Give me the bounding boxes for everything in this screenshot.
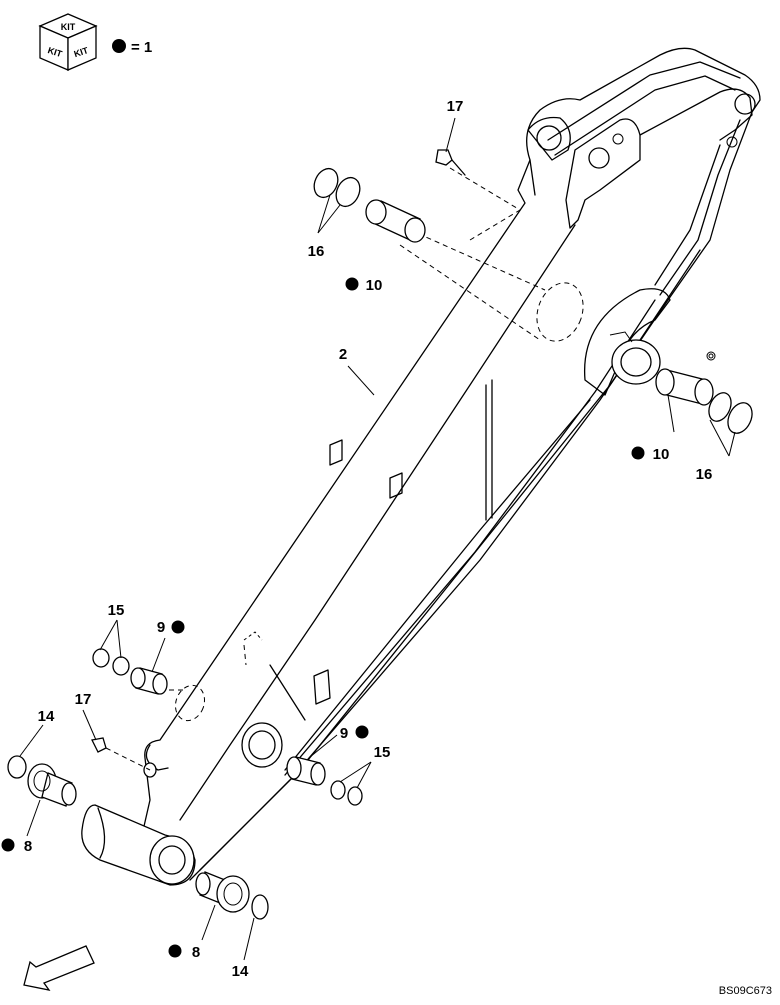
grease-fitting-left (91, 737, 151, 771)
callout-9-left: 9 (157, 619, 165, 636)
oring-left-1 (92, 648, 110, 668)
kit-bullet-icon (112, 39, 126, 53)
callout-2-arm: 2 (339, 346, 347, 363)
mid-boss (241, 722, 283, 768)
oring-right-2 (347, 786, 363, 806)
callout-16-lower: 16 (696, 466, 713, 483)
cube-right-label: KIT (73, 45, 90, 59)
kit-cube-icon: KIT KIT KIT (38, 13, 98, 71)
oring-lower-2 (727, 402, 753, 434)
oring-upper-1 (313, 167, 339, 199)
hidden-bore-lower (174, 684, 206, 722)
callout-9-right: 9 (340, 725, 348, 742)
oring-right-1 (330, 780, 346, 800)
kit-quantity-label: = 1 (131, 39, 152, 56)
callout-15-right: 15 (374, 744, 391, 761)
bushing-left (130, 667, 168, 695)
arrow-down-left-icon (23, 945, 95, 991)
arm-body (141, 47, 761, 881)
callout-15-left: 15 (108, 602, 125, 619)
cube-left-label: KIT (46, 45, 63, 59)
leader-fitting-top (449, 167, 521, 241)
kit-bullet-icon (168, 944, 182, 958)
bushing-right (286, 756, 326, 786)
kit-bullet-icon (171, 620, 185, 634)
kit-bullet-icon (345, 277, 359, 291)
callout-10-upper: 10 (366, 277, 383, 294)
cube-top-label: KIT (61, 22, 76, 32)
oring-upper-2 (335, 176, 361, 208)
kit-bullet-icon (355, 725, 369, 739)
bushing-upper (365, 199, 426, 243)
callout-17-left: 17 (75, 691, 92, 708)
shim-bottom (251, 894, 269, 920)
callout-10-lower: 10 (653, 446, 670, 463)
oring-lower-1 (708, 392, 732, 422)
kit-bullet-icon (1, 838, 15, 852)
shim-left (7, 755, 27, 779)
kit-bullet-icon (631, 446, 645, 460)
hidden-bore-upper (536, 282, 584, 342)
flanged-bushing-bottom (195, 871, 250, 913)
callout-14-bottom: 14 (232, 963, 249, 980)
callout-8-bottom: 8 (192, 944, 200, 961)
arm-foot-boss (81, 744, 196, 886)
callout-17-top: 17 (447, 98, 464, 115)
oring-left-2 (112, 656, 130, 676)
reference-code: BS09C673 (719, 985, 772, 997)
grease-fitting-top (435, 149, 466, 176)
flanged-bushing-left (27, 763, 77, 807)
cylinder-mount-boss (583, 288, 716, 396)
leader-lines (19, 117, 736, 961)
callout-16-upper: 16 (308, 243, 325, 260)
leader-bushing-upper (409, 229, 546, 291)
callout-8-left: 8 (24, 838, 32, 855)
callout-14-left: 14 (38, 708, 55, 725)
bushing-lower (655, 368, 714, 406)
